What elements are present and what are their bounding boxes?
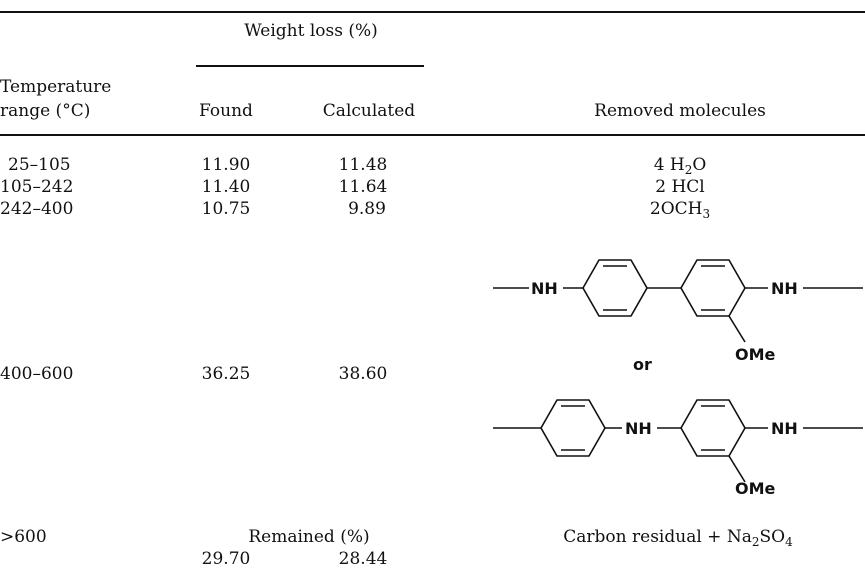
row4-calc: 38.60 [338, 364, 388, 384]
header-found: Found [199, 101, 253, 121]
row2-temp: 105–242 [0, 177, 74, 197]
weight-loss-rule [196, 65, 424, 67]
structure-benzidine-diagram: NH NH OMe or [493, 259, 863, 374]
row2-calc: 11.64 [338, 177, 388, 197]
row5-temp: >600 [0, 527, 47, 547]
row1-calc: 11.48 [338, 155, 388, 175]
bond-ome [728, 455, 746, 483]
or-label: or [633, 355, 652, 374]
header-calculated: Calculated [322, 101, 416, 121]
benzene-ring-1 [582, 259, 648, 317]
remained-label: Remained (%) [248, 527, 370, 547]
row4-found: 36.25 [201, 364, 251, 384]
header-temperature-line1: Temperature [0, 77, 112, 97]
benzene-ring-2 [680, 259, 746, 317]
row3-found: 10.75 [201, 199, 251, 219]
row4-temp: 400–600 [0, 364, 74, 384]
top-rule [0, 11, 865, 13]
bond-ome [728, 315, 746, 343]
row5-found: 29.70 [201, 549, 251, 569]
row1-found: 11.90 [201, 155, 251, 175]
row3-calc: 9.89 [348, 199, 386, 219]
nh-label-2: NH [771, 279, 798, 298]
nh-label-3: NH [625, 419, 652, 438]
row2-molecule: 2 HCl [655, 177, 705, 197]
row1-temp: 25–105 [8, 155, 71, 175]
header-temperature-line2: range (°C) [0, 101, 91, 121]
header-bottom-rule [0, 134, 865, 136]
row3-temp: 242–400 [0, 199, 74, 219]
header-removed-molecules: Removed molecules [594, 101, 766, 121]
benzene-ring-4 [680, 399, 746, 457]
benzene-ring-3 [540, 399, 606, 457]
ome-label-1: OMe [735, 345, 776, 364]
row5-molecule: Carbon residual + Na2SO4 [563, 527, 793, 549]
row3-molecule: 2OCH3 [649, 199, 711, 221]
row1-molecule: 4 H2O [653, 155, 707, 177]
structure-diphenylamine-diagram: NH NH OMe [493, 399, 863, 498]
nh-label-1: NH [531, 279, 558, 298]
header-weight-loss: Weight loss (%) [244, 21, 378, 41]
row5-calc: 28.44 [338, 549, 388, 569]
ome-label-2: OMe [735, 479, 776, 498]
nh-label-4: NH [771, 419, 798, 438]
row2-found: 11.40 [201, 177, 251, 197]
